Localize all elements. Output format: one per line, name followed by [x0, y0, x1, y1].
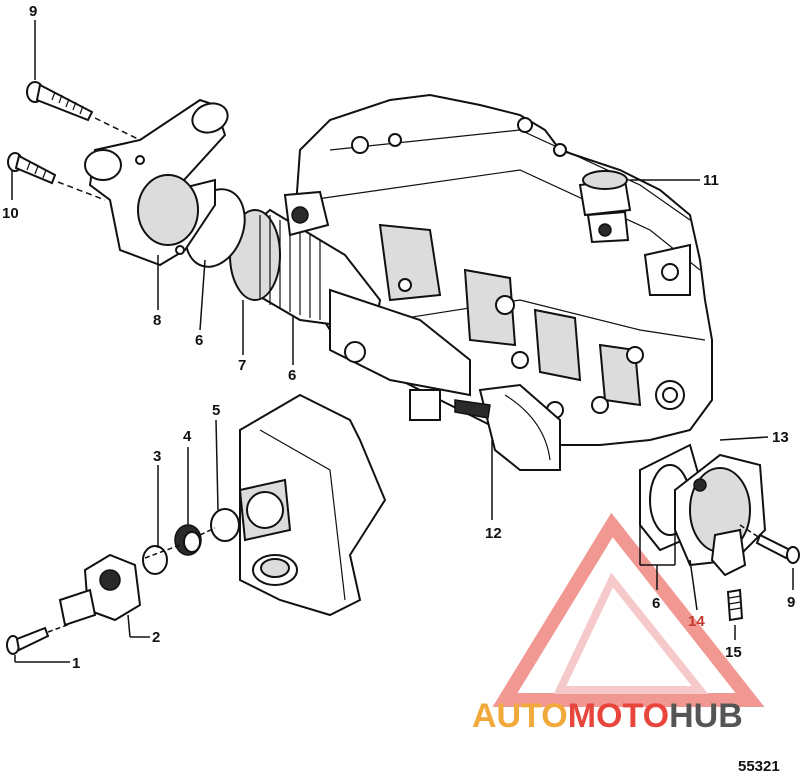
part-14-elbow — [710, 528, 747, 577]
callout-3: 3 — [153, 448, 161, 465]
part-11-plug — [578, 170, 632, 244]
part-4-thermostat — [174, 524, 202, 556]
thermostat-axis-line-2 — [199, 527, 216, 536]
part-5-gasket — [210, 508, 240, 542]
watermark-hub: HUB — [669, 697, 743, 735]
watermark-auto: AUTO — [472, 697, 568, 735]
bolt-9-top — [26, 81, 141, 141]
callout-6-a: 6 — [195, 332, 203, 349]
callout-14: 14 — [688, 613, 705, 630]
callout-4: 4 — [183, 428, 192, 445]
callout-8: 8 — [153, 312, 161, 329]
callout-6-b: 6 — [288, 367, 296, 384]
callout-9-top: 9 — [29, 3, 37, 20]
thermostat-axis-line — [144, 544, 181, 559]
callout-15: 15 — [725, 644, 742, 661]
callout-6-c: 6 — [652, 595, 660, 612]
callout-13: 13 — [772, 429, 789, 446]
figure-number: 55321 — [738, 758, 780, 775]
part-1-bolt — [6, 623, 71, 655]
callout-9-right: 9 — [787, 594, 795, 611]
leader-lines — [11, 20, 794, 663]
callout-5: 5 — [212, 402, 220, 419]
part-15-fitting — [726, 588, 744, 622]
part-8-end-cap — [84, 98, 229, 267]
callout-10: 10 — [2, 205, 19, 222]
part-3-seal — [142, 545, 168, 575]
watermark-logo — [492, 512, 765, 707]
watermark-moto: MOTO — [568, 697, 669, 735]
callout-2: 2 — [152, 629, 160, 646]
part-2-housing — [58, 553, 142, 627]
callout-11: 11 — [703, 172, 719, 189]
bolt-10 — [7, 152, 106, 201]
watermark-text: AUTOMOTOHUB — [472, 697, 743, 735]
callout-labels: 9 10 8 6 7 6 11 5 4 3 2 1 12 13 6 14 9 1… — [2, 3, 795, 672]
callout-1: 1 — [72, 655, 80, 672]
bolt-9-right — [739, 524, 800, 564]
callout-7: 7 — [238, 357, 246, 374]
inset-view — [238, 393, 387, 617]
callout-12: 12 — [485, 525, 502, 542]
